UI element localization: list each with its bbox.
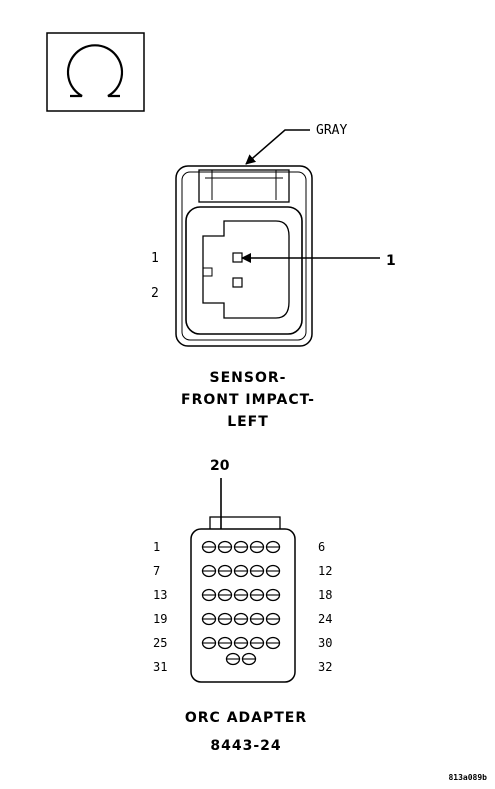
sensor-callout-number: 1 <box>386 253 396 269</box>
pin-label-2: 2 <box>151 286 159 301</box>
adapter-left-label: 19 <box>153 612 167 626</box>
adapter-left-label: 13 <box>153 588 167 602</box>
adapter-right-label: 12 <box>318 564 332 578</box>
gray-color-leader: GRAY <box>245 123 347 165</box>
pin-2-cavity <box>232 277 243 288</box>
adapter-title-line-2: 8443-24 <box>210 738 281 754</box>
sensor-connector <box>175 165 313 347</box>
adapter-left-label: 1 <box>153 540 160 554</box>
pin-label-1: 1 <box>151 251 159 266</box>
figure-id: 813a089b <box>448 773 487 782</box>
sensor-title-line-1: SENSOR- <box>210 370 287 386</box>
adapter-title-line-1: ORC ADAPTER <box>185 710 307 726</box>
adapter-right-label: 6 <box>318 540 325 554</box>
color-label: GRAY <box>316 123 347 138</box>
adapter-right-label: 32 <box>318 660 332 674</box>
adapter-callout-number: 20 <box>210 458 230 474</box>
adapter-left-label: 31 <box>153 660 167 674</box>
sensor-title-line-3: LEFT <box>227 414 269 430</box>
adapter-right-label: 18 <box>318 588 332 602</box>
sensor-title-line-2: FRONT IMPACT- <box>181 392 315 408</box>
adapter-right-label: 30 <box>318 636 332 650</box>
adapter-pin-grid <box>201 540 281 666</box>
adapter-right-label: 24 <box>318 612 332 626</box>
pin-1-cavity <box>232 252 243 263</box>
adapter-left-label: 7 <box>153 564 160 578</box>
ohm-symbol-icon <box>46 32 145 112</box>
adapter-left-label: 25 <box>153 636 167 650</box>
